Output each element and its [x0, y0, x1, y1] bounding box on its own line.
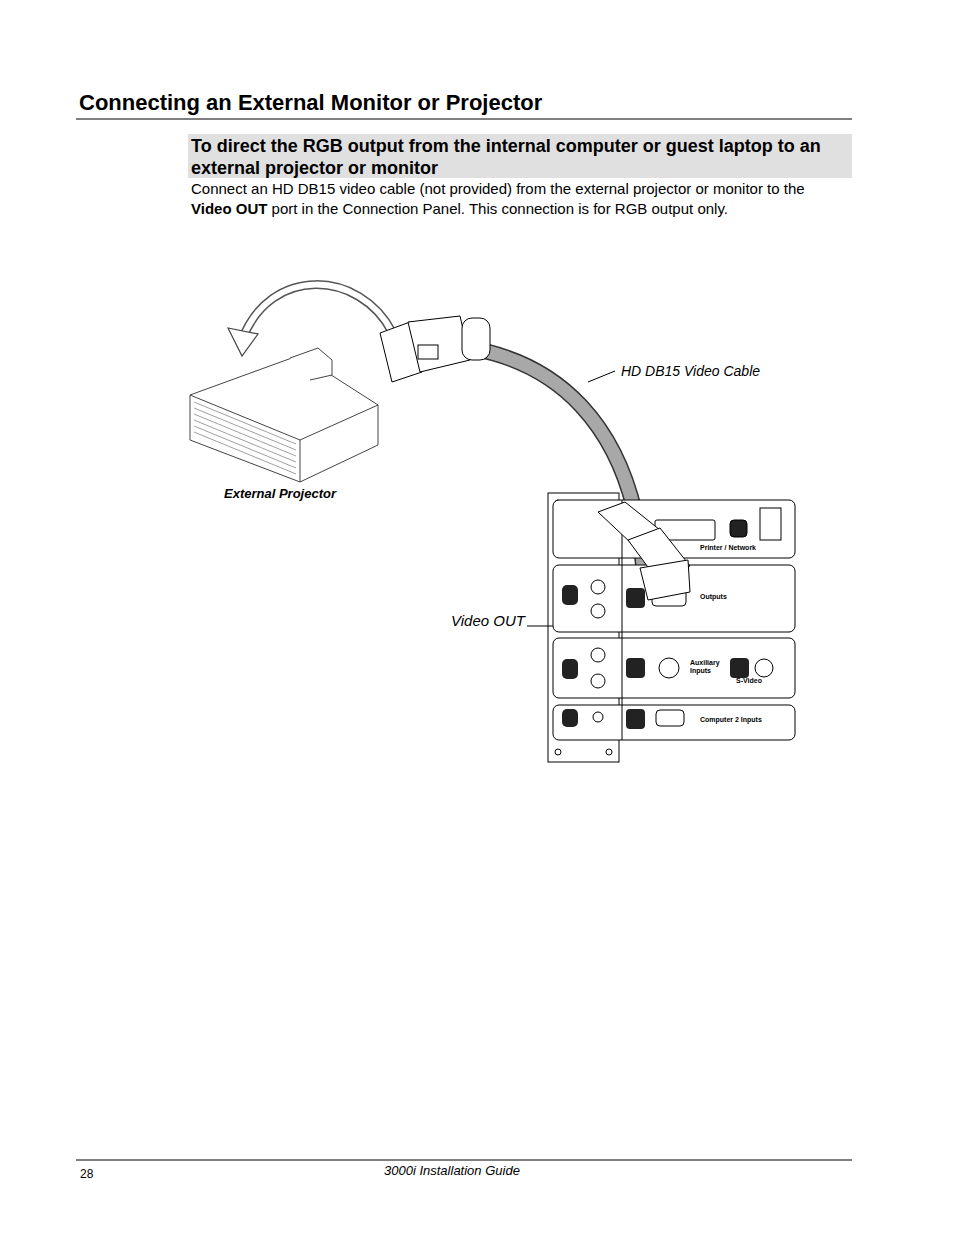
port-label: Video OUT [451, 612, 525, 629]
curved-arrow [242, 285, 392, 340]
audio-jack [593, 712, 603, 722]
page-title: Connecting an External Monitor or Projec… [79, 90, 542, 116]
audio-jack [591, 674, 605, 688]
outputs-panel: Outputs [553, 565, 795, 632]
node-text: Printer / Network [700, 544, 756, 551]
audio-jack [591, 580, 605, 594]
subheading-band [188, 134, 852, 178]
curved-arrow-fill [242, 285, 392, 340]
audio-jack [591, 604, 605, 618]
vga-port [656, 710, 684, 726]
monitor-icon [626, 588, 645, 608]
speaker-icon [562, 709, 578, 727]
speaker-icon [562, 585, 578, 605]
node-text: Computer 2 Inputs [700, 716, 762, 723]
cable-label: HD DB15 Video Cable [621, 363, 760, 379]
body-text: Connect an HD DB15 video cable (not prov… [191, 180, 805, 197]
speaker-icon [562, 659, 578, 679]
audio-jack [591, 648, 605, 662]
leader-line [588, 371, 615, 382]
footer-rule [76, 1160, 852, 1161]
aux-panel: Auxiliary InputsS-Video [553, 638, 795, 698]
rca-port [659, 658, 679, 678]
node-text: Auxiliary Inputs [690, 659, 724, 675]
computer2-panel: Computer 2 Inputs [553, 705, 795, 740]
arrow-head [228, 328, 258, 356]
printer-panel: Printer / Network [553, 500, 795, 558]
printer-icon [730, 520, 747, 537]
screw [555, 749, 561, 755]
db15-plug [598, 502, 690, 600]
title-rule [76, 119, 852, 120]
footer-title: 3000i Installation Guide [384, 1163, 520, 1178]
monitor-icon [626, 709, 645, 729]
monitor-icon [730, 658, 749, 678]
node-text: Outputs [700, 593, 727, 600]
svideo-port [755, 659, 773, 677]
network-port [760, 508, 781, 540]
node-text: S-Video [736, 677, 762, 684]
node-text: External Projector [224, 486, 336, 501]
body-text: port in the Connection Panel. This conne… [272, 200, 728, 217]
computer2-panel-outline [553, 705, 795, 740]
aux-panel-outline [553, 638, 795, 698]
panel-divider [622, 500, 623, 740]
page-number: 28 [80, 1167, 93, 1181]
screw [606, 749, 612, 755]
body-paragraph: Connect an HD DB15 video cable (not prov… [191, 179, 811, 219]
db15-plug [380, 316, 490, 382]
projector-drawing [190, 348, 378, 482]
monitor-icon [626, 658, 645, 678]
bold-term: Video OUT [191, 200, 267, 217]
subheading: To direct the RGB output from the intern… [191, 135, 851, 179]
projector-node: External Projector [190, 300, 400, 505]
